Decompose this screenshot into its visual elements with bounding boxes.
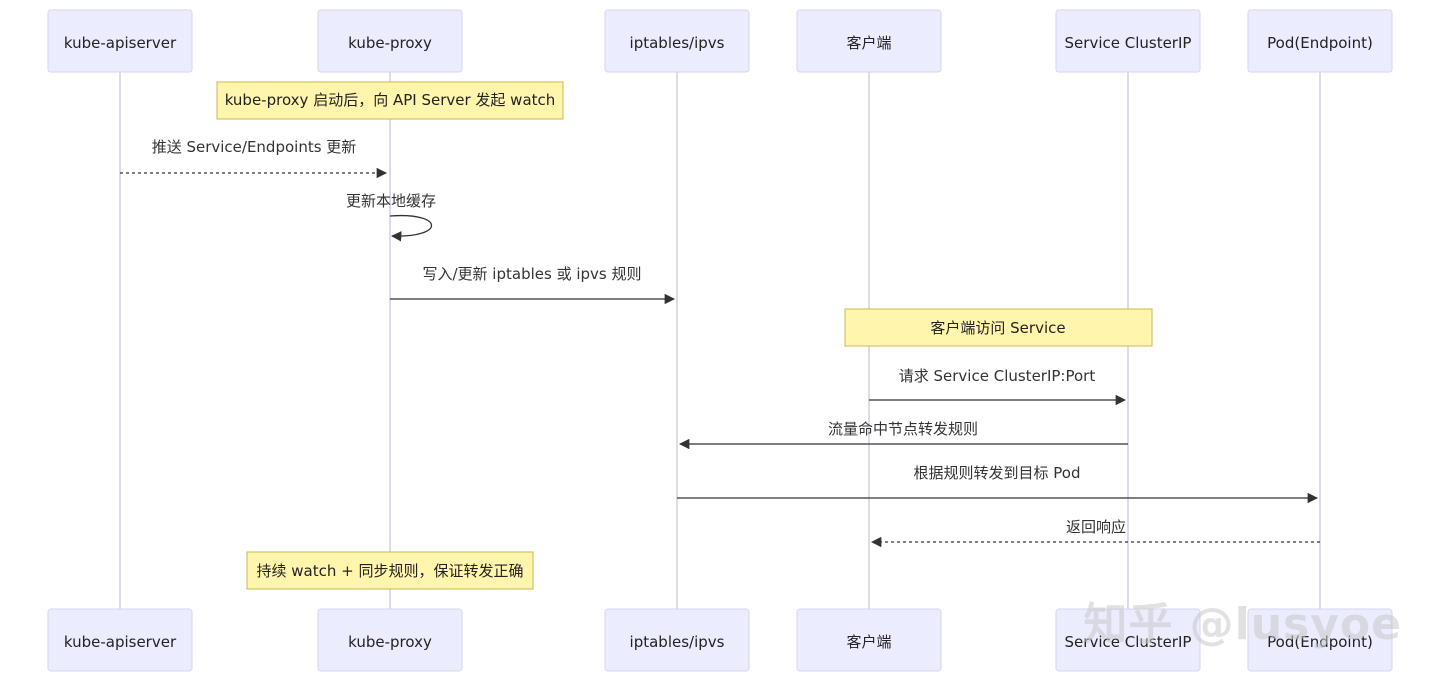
message-label: 推送 Service/Endpoints 更新 (152, 138, 357, 156)
actor-top-iptables: iptables/ipvs (604, 9, 750, 73)
actor-top-pod: Pod(Endpoint) (1247, 9, 1393, 73)
message-update-cache: 更新本地缓存 (346, 192, 436, 242)
actor-bottom-client: 客户端 (796, 608, 942, 672)
message-label: 流量命中节点转发规则 (828, 420, 978, 438)
actor-label: 客户端 (846, 633, 891, 651)
actor-bottom-apiserver: kube-apiserver (47, 608, 193, 672)
actor-bottom-iptables: iptables/ipvs (604, 608, 750, 672)
actor-label: kube-proxy (348, 633, 432, 651)
actor-bottom-svc: Service ClusterIP (1055, 608, 1201, 672)
actor-top-apiserver: kube-apiserver (47, 9, 193, 73)
watermark: 知乎 @lusyoe (1083, 599, 1402, 650)
actor-label: Service ClusterIP (1065, 34, 1192, 52)
message-label: 返回响应 (1066, 518, 1126, 536)
note-continuous-watch: 持续 watch + 同步规则，保证转发正确 (246, 551, 534, 590)
message-label: 根据规则转发到目标 Pod (914, 464, 1081, 482)
actor-label: iptables/ipvs (630, 633, 725, 651)
note-client-access: 客户端访问 Service (844, 308, 1153, 347)
actor-label: Pod(Endpoint) (1267, 34, 1373, 52)
actor-top-client: 客户端 (796, 9, 942, 73)
actor-bottom-proxy: kube-proxy (317, 608, 463, 672)
actor-bottom-pod: Pod(Endpoint) (1247, 608, 1393, 672)
actor-label: kube-proxy (348, 34, 432, 52)
actor-label: Pod(Endpoint) (1267, 633, 1373, 651)
message-request-service: 请求 Service ClusterIP:Port (869, 367, 1127, 406)
actor-label: kube-apiserver (64, 34, 177, 52)
note-text: kube-proxy 启动后，向 API Server 发起 watch (225, 91, 556, 109)
message-label: 写入/更新 iptables 或 ipvs 规则 (422, 265, 641, 283)
actor-top-svc: Service ClusterIP (1055, 9, 1201, 73)
message-push-update: 推送 Service/Endpoints 更新 (120, 138, 388, 179)
note-text: 客户端访问 Service (930, 319, 1065, 337)
message-label: 更新本地缓存 (346, 192, 436, 210)
message-write-rules: 写入/更新 iptables 或 ipvs 规则 (390, 265, 676, 305)
note-watch-start: kube-proxy 启动后，向 API Server 发起 watch (216, 81, 564, 120)
message-label: 请求 Service ClusterIP:Port (899, 367, 1096, 385)
actor-label: 客户端 (846, 34, 891, 52)
actor-top-proxy: kube-proxy (317, 9, 463, 73)
message-return-response: 返回响应 (870, 518, 1320, 548)
actor-label: Service ClusterIP (1065, 633, 1192, 651)
actor-label: iptables/ipvs (630, 34, 725, 52)
message-hit-rules: 流量命中节点转发规则 (678, 420, 1128, 450)
note-text: 持续 watch + 同步规则，保证转发正确 (257, 562, 524, 580)
message-forward-pod: 根据规则转发到目标 Pod (677, 464, 1319, 504)
actor-label: kube-apiserver (64, 633, 177, 651)
